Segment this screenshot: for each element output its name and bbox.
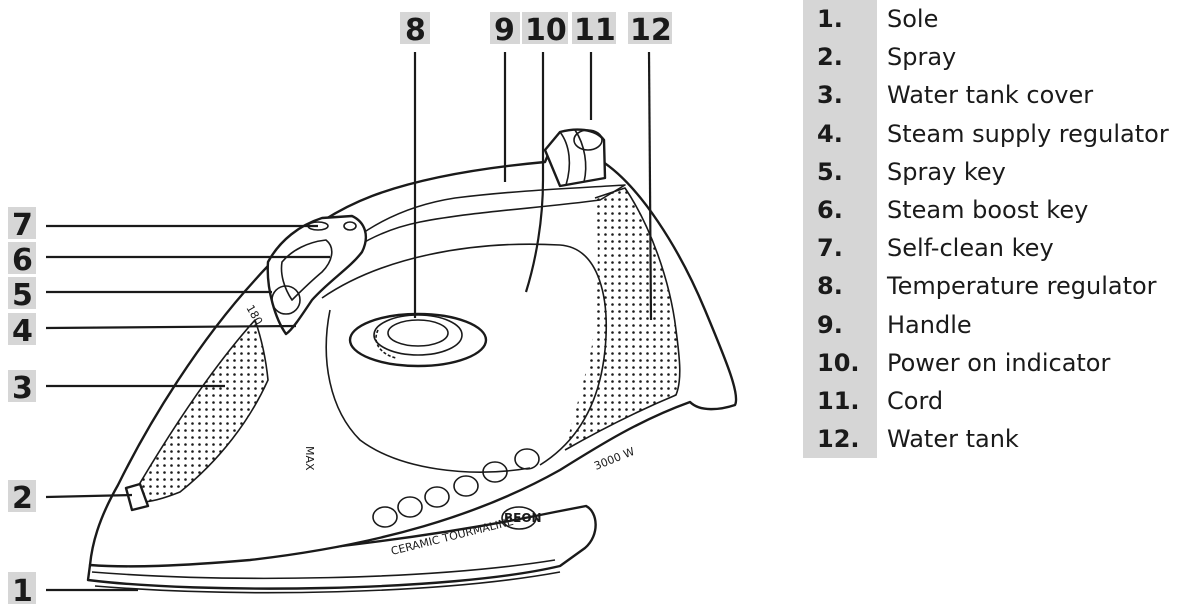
callout-labels: 1 2 3 4 5 6 7 8 9 10 11 12 [8,12,672,604]
legend-item: 5. Spray key [803,152,1195,191]
mode-buttons [372,448,540,528]
legend-num: 7. [803,229,877,268]
legend-num: 8. [803,267,877,306]
legend-num: 4. [803,114,877,153]
callout-9: 9 [494,13,515,48]
legend-label: Water tank cover [887,81,1094,110]
legend-num: 3. [803,76,877,115]
legend-item: 1. Sole [803,0,1195,39]
legend-item: 10. Power on indicator [803,343,1195,382]
control-cluster [266,214,367,336]
callout-5: 5 [12,278,33,313]
legend-item: 2. Spray [803,38,1195,77]
callout-10: 10 [525,13,567,48]
temperature-dial [348,312,488,368]
legend-item: 7. Self-clean key [803,229,1195,268]
water-tank-cover [130,320,268,503]
cord [543,128,607,188]
legend-item: 4. Steam supply regulator [803,114,1195,153]
legend-num: 12. [803,420,877,459]
legend-label: Water tank [887,425,1019,454]
iron-diagram: 180 CERAMIC TOURMALINE BEON 300 [8,12,738,604]
legend-label: Temperature regulator [887,272,1157,301]
handle-opening [299,184,626,296]
power-marking: 3000 W [592,445,636,473]
legend-num: 2. [803,38,877,77]
legend-item: 8. Temperature regulator [803,267,1195,306]
callout-12: 12 [630,13,672,48]
legend-label: Self-clean key [887,234,1054,263]
legend-num: 6. [803,190,877,230]
iron-drawing: 180 CERAMIC TOURMALINE BEON 300 [86,128,738,594]
legend-label: Sole [887,5,939,34]
legend-num: 5. [803,152,877,191]
legend-item: 12. Water tank [803,420,1195,459]
legend-item: 6. Steam boost key [803,190,1195,230]
legend-item: 3. Water tank cover [803,76,1195,115]
legend-label: Power on indicator [887,348,1111,377]
callout-3: 3 [12,371,33,406]
callout-6: 6 [12,243,33,278]
parts-legend: 1. Sole 2. Spray 3. Water tank cover 4. Stea… [803,0,1195,459]
callout-1: 1 [12,574,33,604]
callout-11: 11 [574,13,616,48]
legend-label: Spray [887,43,957,72]
legend-item: 11. Cord [803,381,1195,421]
leader-lines [45,51,653,592]
callout-7: 7 [12,208,33,243]
legend-num: 10. [803,343,877,382]
legend-label: Cord [887,386,944,415]
spray-nozzle [124,482,150,512]
legend-label: Spray key [887,157,1006,186]
callout-8: 8 [405,13,426,48]
max-marking: MAX [303,446,316,471]
legend-item: 9. Handle [803,305,1195,344]
brand-logo: BEON [504,511,542,525]
legend-num: 11. [803,381,877,421]
legend-num: 1. [803,0,877,39]
callout-4: 4 [12,314,33,349]
legend-num: 9. [803,305,877,344]
legend-label: Handle [887,310,972,339]
legend-label: Steam boost key [887,196,1089,225]
callout-2: 2 [12,481,33,516]
legend-label: Steam supply regulator [887,119,1169,148]
